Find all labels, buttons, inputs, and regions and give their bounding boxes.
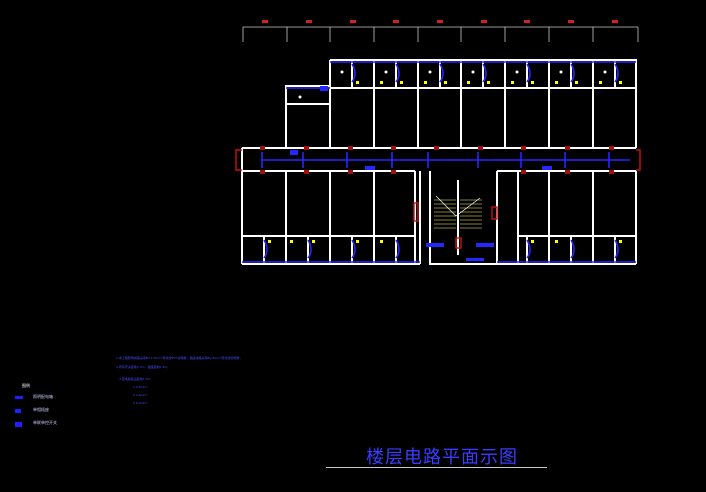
title-underline <box>326 467 547 468</box>
drawing-note-5: 2 4.0mm² <box>133 393 148 397</box>
legend-item-switch: 单联单控开关 <box>15 420 75 428</box>
fixtures <box>268 81 622 243</box>
legend-label: 照明配电箱 <box>33 394 53 399</box>
distribution-box-icon <box>15 396 23 399</box>
grid-axis-top <box>242 26 639 42</box>
drawing-note-1: 1.本工程照明线路采用BV-2.5mm²导线穿PVC管暗敷，插座线路采用BV-4… <box>116 356 243 360</box>
drawing-title: 楼层电路平面示图 <box>366 447 518 468</box>
legend-item-distribution-box: 照明配电箱 <box>15 394 75 402</box>
staircase <box>434 195 482 229</box>
building-walls <box>241 59 637 265</box>
drawing-note-6: 3 6.0mm² <box>133 401 148 405</box>
legend-title: 图例 <box>22 383 30 388</box>
corridor-markers <box>235 149 641 249</box>
wiring-circuits <box>242 61 636 263</box>
socket-icon <box>15 409 21 413</box>
switch-icon <box>15 422 22 427</box>
legend-item-socket: 单相插座 <box>15 407 75 415</box>
drawing-note-2: 2.所有开关距地1.3m，插座距地0.3m。 <box>116 365 171 369</box>
grid-axis-marks <box>262 20 618 23</box>
legend-label: 单相插座 <box>33 407 49 412</box>
column-marks <box>260 146 614 174</box>
switches <box>298 70 607 99</box>
drawing-note-3: 3.配电箱底边距地1.5m <box>119 377 151 381</box>
drawing-note-4: 1 2.5mm² <box>133 385 148 389</box>
distribution-boxes <box>290 86 552 261</box>
legend-label: 单联单控开关 <box>33 420 57 425</box>
